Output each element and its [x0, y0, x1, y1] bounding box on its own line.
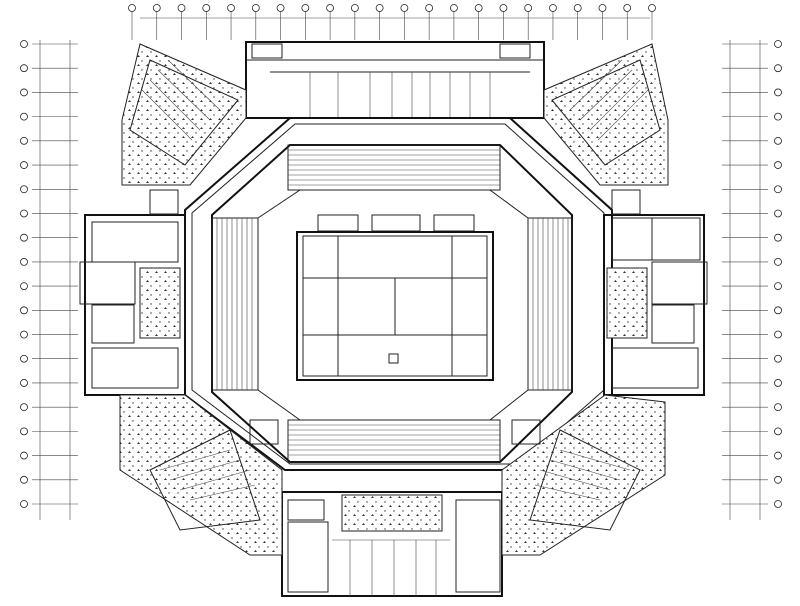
top-axis-bubble [623, 4, 632, 12]
left-axis-bubble [20, 403, 28, 412]
top-axis-bubble [326, 4, 334, 12]
top-axis-bubble [524, 4, 533, 12]
top-axis-bubble [301, 4, 310, 12]
left-axis-bubble [20, 185, 28, 194]
top-axis-bubble [450, 4, 458, 12]
left-axis-bubble [20, 257, 28, 266]
left-axis-bubble [20, 379, 28, 387]
right-axis-bubble [774, 64, 782, 73]
left-axis-bubble [20, 40, 28, 48]
left-axis-bubble [20, 451, 28, 460]
right-axis-bubble [774, 88, 782, 97]
right-axis-bubble [774, 136, 782, 145]
wing-bottom-right [501, 394, 666, 556]
left-axis-bubble [20, 500, 28, 508]
right-axis-bubble [774, 161, 782, 169]
right-axis-bubble [774, 209, 782, 218]
top-axis-grid [128, 4, 656, 40]
left-axis-bubble [20, 136, 28, 145]
wing-top-left [121, 43, 247, 186]
stair-blocks [149, 189, 641, 445]
top-axis-bubble [474, 4, 483, 12]
top-axis-bubble [549, 4, 557, 12]
right-axis-bubble [774, 257, 782, 266]
left-axis-bubble [20, 475, 28, 484]
top-axis-bubble [202, 4, 211, 12]
left-axis-bubble [20, 354, 28, 363]
right-axis-bubble [774, 403, 782, 412]
right-axis-bubble [774, 233, 782, 242]
right-axis-bubble [774, 500, 782, 508]
right-axis-bubble [774, 40, 782, 48]
right-axis-bubble [774, 282, 782, 291]
right-axis-bubble [774, 306, 782, 315]
right-axis-bubble [774, 330, 782, 339]
top-axis-bubble [400, 4, 409, 12]
wing-bottom-left [119, 394, 283, 556]
court [296, 214, 494, 381]
right-axis-grid [722, 40, 782, 520]
top-axis-bubble [276, 4, 285, 12]
right-axis-bubble [774, 354, 782, 363]
right-axis-bubble [774, 112, 782, 121]
top-axis-bubble [499, 4, 508, 12]
right-axis-bubble [774, 379, 782, 387]
left-axis-bubble [20, 233, 28, 242]
top-axis-bubble [648, 4, 656, 12]
left-axis-bubble [20, 161, 28, 169]
top-axis-bubble [152, 4, 161, 12]
right-axis-bubble [774, 475, 782, 484]
right-axis-bubble [774, 185, 782, 194]
top-axis-bubble [425, 4, 434, 12]
left-axis-bubble [20, 112, 28, 121]
right-axis-bubble [774, 451, 782, 460]
top-axis-bubble [573, 4, 582, 12]
left-axis-bubble [20, 64, 28, 73]
top-axis-bubble [177, 4, 186, 12]
left-axis-bubble [20, 209, 28, 218]
top-axis-bubble [251, 4, 260, 12]
seating-bowl [211, 144, 573, 463]
wing-top-right [543, 43, 669, 186]
left-axis-bubble [20, 282, 28, 291]
left-axis-bubble [20, 88, 28, 97]
left-axis-bubble [20, 427, 28, 436]
top-axis-bubble [375, 4, 384, 12]
left-axis-bubble [20, 306, 28, 315]
left-axis-bubble [20, 330, 28, 339]
top-axis-bubble [128, 4, 136, 12]
top-axis-bubble [350, 4, 359, 12]
left-axis-grid [20, 40, 78, 520]
right-axis-bubble [774, 427, 782, 436]
top-axis-bubble [598, 4, 607, 12]
top-axis-bubble [227, 4, 235, 12]
